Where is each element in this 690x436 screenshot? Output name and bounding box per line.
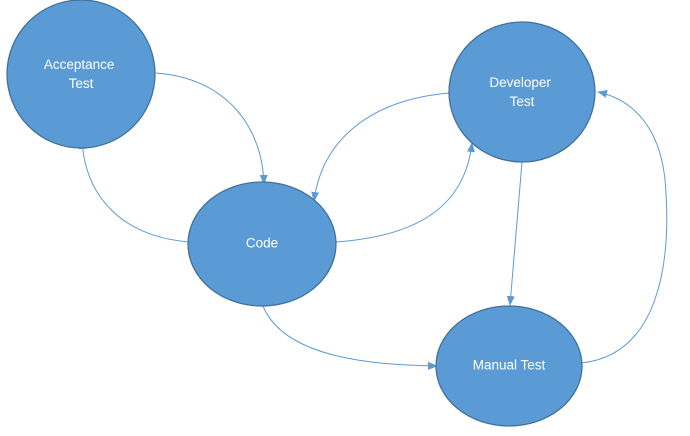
node-developer-test[interactable]: Developer Test xyxy=(448,21,596,163)
acceptance-test-label: Acceptance Test xyxy=(44,57,118,91)
developer-test-label: Developer Test xyxy=(489,75,554,109)
edge-manual-to-developer xyxy=(580,89,668,364)
developer-test-ellipse xyxy=(448,21,596,163)
node-acceptance-test[interactable]: Acceptance Test xyxy=(6,0,156,149)
acceptance-test-circle xyxy=(6,0,156,149)
edge-code-to-manual xyxy=(262,305,438,370)
code-ellipse xyxy=(187,181,337,307)
manual-test-label: Manual Test xyxy=(473,358,546,373)
edge-code-to-developer xyxy=(335,142,475,243)
edge-developer-to-manual xyxy=(506,161,523,306)
node-code[interactable]: Code xyxy=(187,181,337,307)
manual-test-ellipse xyxy=(435,305,583,427)
node-manual-test[interactable]: Manual Test xyxy=(435,305,583,427)
code-label: Code xyxy=(246,236,278,251)
edge-acceptance-to-code xyxy=(155,72,268,185)
edge-code-to-acceptance xyxy=(78,139,190,243)
edges xyxy=(78,72,668,370)
edge-developer-to-code xyxy=(311,92,450,202)
